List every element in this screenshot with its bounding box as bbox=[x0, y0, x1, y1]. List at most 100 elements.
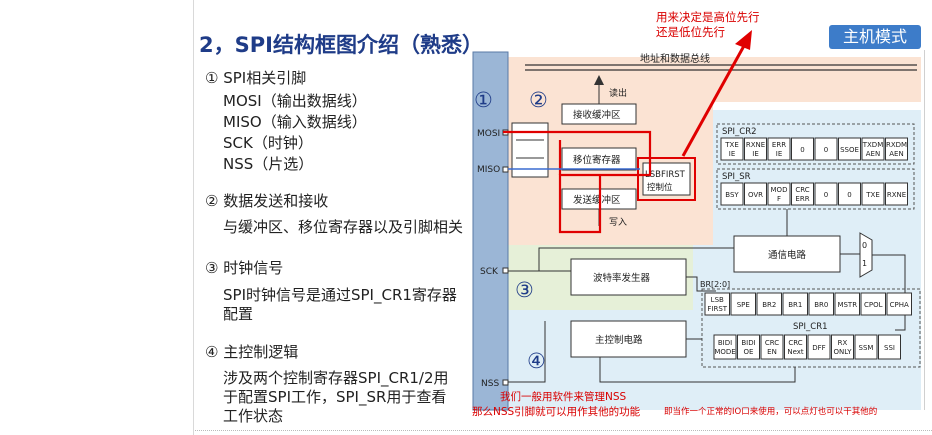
cr2-bit-cell bbox=[767, 137, 791, 161]
pin-nss: NSS bbox=[481, 379, 499, 389]
cr2-bit-cell bbox=[885, 137, 908, 161]
data-path-highlight bbox=[503, 130, 652, 234]
slide-title: 2，SPI结构框图介绍（熟悉） bbox=[199, 33, 483, 57]
cr2-bit-cell bbox=[791, 137, 814, 161]
cr1-row1-bit-cell bbox=[860, 292, 886, 316]
item-4-title: 主控制逻辑 bbox=[223, 343, 299, 361]
cr2-bit-cell bbox=[861, 137, 885, 161]
cr1-row2-bit-cell bbox=[737, 334, 760, 360]
msb-note-line-1: 用来决定是高位先行 bbox=[656, 10, 760, 24]
cr1-row2-bit-label: BIDI bbox=[718, 339, 732, 347]
sr-bit-cell bbox=[720, 182, 744, 206]
sr-bit-cell bbox=[744, 182, 767, 206]
cr1-row2-bit-cell bbox=[760, 334, 784, 360]
cr2-frame bbox=[716, 123, 915, 165]
mux-input-0: 0 bbox=[862, 241, 867, 250]
sr-bit-label: TXE bbox=[865, 191, 880, 199]
cr1-title: SPI_CR1 bbox=[793, 322, 828, 332]
sr-bit-label: RXNE bbox=[887, 191, 906, 199]
clock-to-comm-line bbox=[538, 247, 734, 271]
cr2-bit-label: 0 bbox=[800, 146, 804, 154]
pin-bus-bar bbox=[472, 51, 509, 411]
baud-generator-box bbox=[570, 258, 687, 296]
cr2-bit-label: SSOE bbox=[840, 146, 859, 154]
cr1-row1-bit-cell bbox=[704, 292, 730, 316]
cr2-sr-region-bg bbox=[713, 110, 921, 245]
sr-bit-label: F bbox=[777, 195, 781, 203]
cr1-row1-bit-cell bbox=[834, 292, 860, 316]
cr2-bit-label: IE bbox=[729, 150, 736, 158]
cr2-bit-label: AEN bbox=[866, 150, 880, 158]
lsbfirst-label-2: 控制位 bbox=[647, 182, 673, 193]
item-1-line-1: MOSI（输出数据线） bbox=[223, 92, 367, 110]
cr1-row1-bit-label: SPE bbox=[737, 301, 750, 309]
master-mode-badge: 主机模式 bbox=[829, 25, 921, 49]
lsbfirst-highlight bbox=[637, 157, 696, 201]
cr1-row2-bit-cell bbox=[713, 334, 737, 360]
cr1-row2-bit-label: MODE bbox=[714, 348, 735, 356]
sr-bit-cell bbox=[885, 182, 908, 206]
cr2-bit-cell bbox=[838, 137, 861, 161]
cr1-row2-bit-cell bbox=[854, 334, 878, 360]
rx-buffer-label: 接收缓冲区 bbox=[573, 109, 621, 121]
cr2-bit-label: ERR bbox=[772, 141, 786, 149]
pin-sck-port bbox=[502, 267, 509, 274]
br-label: BR[2:0] bbox=[700, 280, 730, 289]
msb-note-line-2: 还是低位先行 bbox=[656, 25, 725, 39]
sr-bit-label: MOD bbox=[771, 186, 788, 194]
pin-mosi: MOSI bbox=[477, 129, 500, 139]
write-label: 写入 bbox=[609, 217, 627, 228]
sr-bit-label: 0 bbox=[847, 191, 851, 199]
cr1-row1-bit-cell bbox=[886, 292, 912, 316]
item-1-heading: ① SPI相关引脚 bbox=[205, 68, 306, 88]
sr-bit-cell bbox=[861, 182, 885, 206]
mux-input-1: 1 bbox=[862, 259, 867, 268]
nss-line bbox=[508, 321, 546, 383]
cr1-row1-bit-label: MSTR bbox=[837, 301, 857, 309]
cr2-bit-label: IE bbox=[752, 150, 759, 158]
read-arrow-head bbox=[594, 75, 604, 85]
cr1-row2-bit-label: BIDI bbox=[741, 339, 755, 347]
mux-shape bbox=[859, 232, 873, 278]
cr1-row2-bit-label: SSI bbox=[884, 344, 895, 352]
master-control-label: 主控制电路 bbox=[595, 334, 643, 346]
cr1-row1-bit-cell bbox=[782, 292, 808, 316]
item-4-number: ④ bbox=[205, 343, 219, 361]
br-line bbox=[686, 276, 716, 292]
pin-miso-port bbox=[502, 166, 509, 173]
item-1-line-2: MISO（输入数据线） bbox=[223, 113, 367, 131]
cr1-row1-bit-label: CPOL bbox=[864, 301, 883, 309]
sr-bit-cell bbox=[791, 182, 814, 206]
annotation-arrow-line bbox=[681, 43, 747, 157]
pin-nss-port bbox=[502, 379, 509, 386]
shift-register-box bbox=[561, 147, 637, 171]
cr1-row1-bit-label: BR0 bbox=[814, 301, 828, 309]
sr-bit-label: OVR bbox=[748, 191, 763, 199]
item-3-heading: ③ 时钟信号 bbox=[205, 258, 283, 278]
nss-note-line-2: 那么NSS引脚就可以用作其他的功能 bbox=[472, 405, 641, 418]
cr2-bit-cell bbox=[720, 137, 744, 161]
bottom-dotted-rule bbox=[195, 430, 932, 431]
item-3-line-2: 配置 bbox=[223, 305, 254, 323]
cr2-bit-cell bbox=[814, 137, 838, 161]
slide-right-divider bbox=[924, 50, 925, 410]
cr1-row2-bit-label: CRC bbox=[788, 339, 802, 347]
cr1-row2-bit-cell bbox=[878, 334, 901, 360]
item-3-line-1: SPI时钟信号是通过SPI_CR1寄存器 bbox=[223, 286, 457, 304]
item-4-line-3: 工作状态 bbox=[223, 407, 284, 425]
nss-note-line-3: 即当作一个正常的IO口来使用，可以点灯也可以干其他的 bbox=[664, 406, 877, 417]
item-3-number: ③ bbox=[205, 259, 219, 277]
item-4-line-1: 涉及两个控制寄存器SPI_CR1/2用 bbox=[223, 369, 449, 387]
cr2-title: SPI_CR2 bbox=[722, 127, 757, 137]
cr1-row1-bit-label: LSB bbox=[711, 296, 724, 304]
lsbfirst-label-1: LSBFIRST bbox=[645, 170, 686, 180]
comm-circuit-label: 通信电路 bbox=[768, 249, 807, 261]
item-2-line-1: 与缓冲区、移位寄存器以及引脚相关 bbox=[223, 218, 464, 236]
cr1-row2-bit-label: RX bbox=[838, 339, 848, 347]
cr1-row2-bit-label: EN bbox=[767, 348, 777, 356]
bus-label: 地址和数据总线 bbox=[640, 52, 710, 65]
master-feedback-line bbox=[599, 357, 796, 383]
